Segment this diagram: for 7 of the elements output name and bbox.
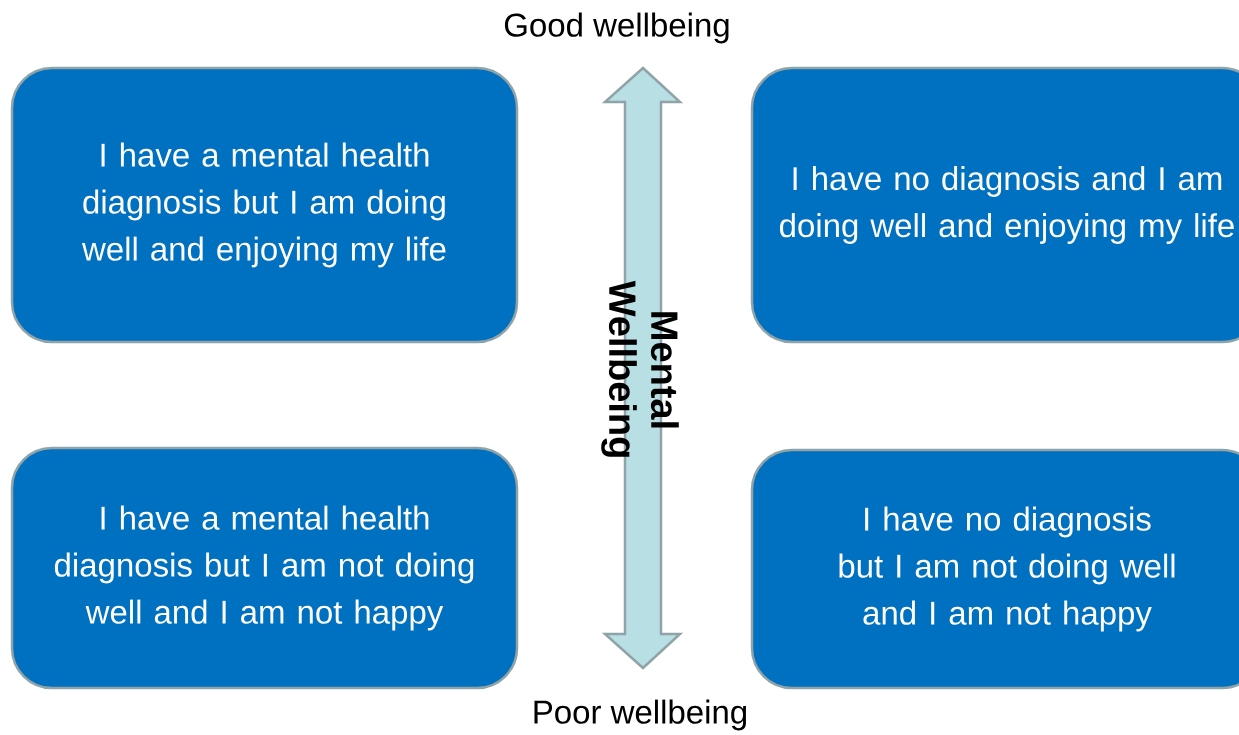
quadrant-box: I have a mental health diagnosis but I am not doing well and I am not happy: [10, 446, 519, 690]
axis-title: Mental Wellbeing: [601, 280, 679, 457]
axis-end-label: Good wellbeing: [504, 12, 729, 44]
quadrant-box: I have no diagnosis but I am not doing well and I am not happy: [750, 448, 1239, 690]
axis-end-label: Poor wellbeing: [534, 699, 747, 731]
quadrant-box: I have a mental health diagnosis but I am doing well and enjoying my life: [10, 66, 519, 344]
quadrant-box: I have no diagnosis and I am doing well and enjoying my life: [750, 66, 1239, 344]
